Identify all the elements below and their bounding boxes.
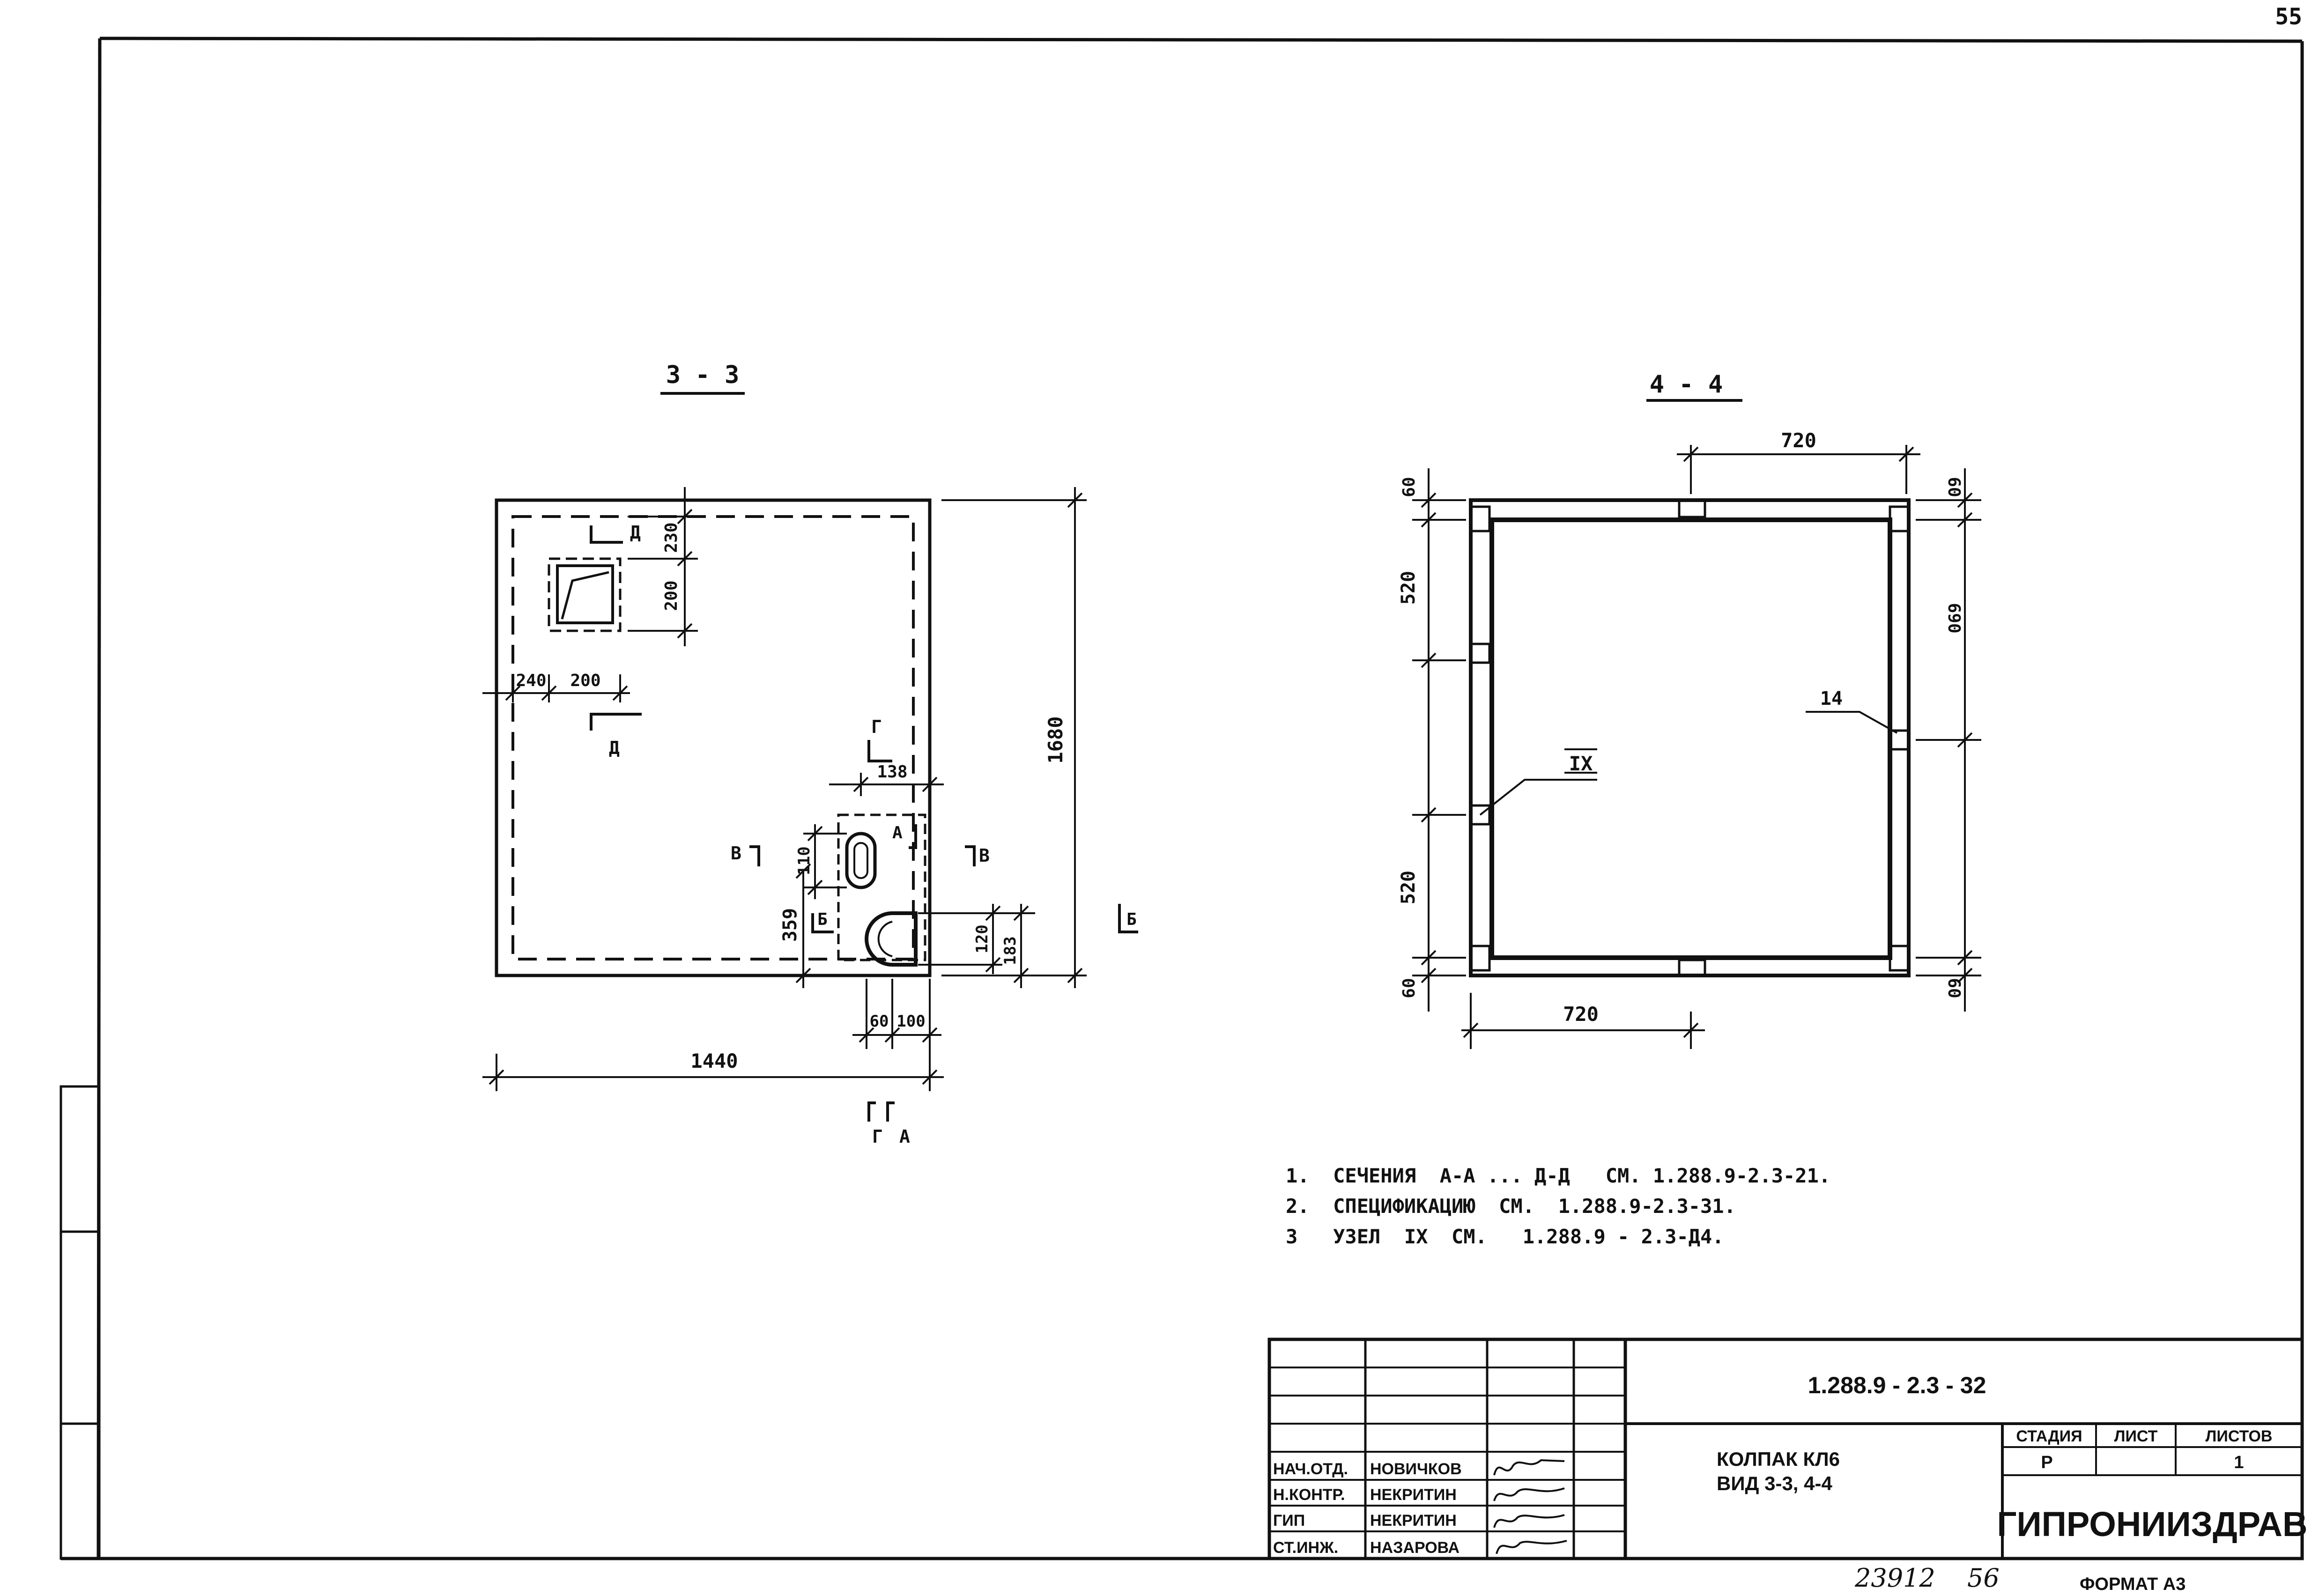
staff-role-2: Н.КОНТР.	[1273, 1486, 1345, 1504]
dim-230: 230	[662, 522, 681, 553]
dim-right-690: 690	[1944, 603, 1963, 633]
dim-bottom-720: 720	[1563, 1003, 1599, 1026]
stage-header: СТАДИЯ	[2016, 1427, 2082, 1445]
inventory-number: 23912	[1854, 1563, 1935, 1593]
marker-d-top: Д	[630, 522, 641, 543]
signatures	[1493, 1459, 1567, 1554]
hatch-opening-outer	[548, 557, 622, 632]
drawing-title-line-2: ВИД 3-3, 4-4	[1717, 1472, 1832, 1494]
staff-role-4: СТ.ИНЖ.	[1273, 1539, 1338, 1557]
dim-138: 138	[877, 762, 907, 782]
staff-role-1: НАЧ.ОТД.	[1273, 1460, 1348, 1478]
dim-60: 60	[870, 1012, 889, 1031]
note-2: 2. СПЕЦИФИКАЦИЮ СМ. 1.288.9-2.3-31.	[1286, 1195, 1736, 1218]
marker-a-side: А	[892, 823, 903, 842]
dim-183: 183	[1001, 936, 1020, 965]
staff-name-3: НЕКРИТИН	[1370, 1512, 1457, 1530]
staff-role-3: ГИП	[1273, 1512, 1305, 1530]
dim-top-720: 720	[1781, 429, 1816, 452]
format-label: ФОРМАТ А3	[2080, 1574, 2186, 1594]
staff-name-2: НЕКРИТИН	[1370, 1486, 1457, 1504]
stage-value: Р	[2041, 1453, 2052, 1472]
marker-d-bottom: Д	[609, 738, 620, 758]
marker-b-right: Б	[1126, 910, 1137, 929]
dim-left-60-bottom: 60	[1400, 978, 1419, 998]
doc-code: 1.288.9 - 2.3 - 32	[1808, 1372, 1986, 1398]
dim-1440: 1440	[690, 1049, 738, 1072]
organization-name: ГИПРОНИИЗДРАВ	[1997, 1505, 2308, 1544]
slab-outline	[495, 498, 932, 977]
oval-slot	[845, 832, 877, 889]
dim-120: 120	[973, 924, 992, 953]
item-14-callout: 14	[1820, 688, 1843, 709]
marker-v-left: В	[731, 843, 741, 864]
note-3: 3 УЗЕЛ IX СМ. 1.288.9 - 2.3-Д4.	[1286, 1225, 1724, 1248]
marker-g-bottom: Г	[872, 1126, 883, 1147]
dim-left-520-top: 520	[1398, 571, 1419, 605]
dim-110: 110	[795, 846, 814, 875]
dim-left-60-top: 60	[1400, 477, 1419, 497]
binding-strip	[59, 1085, 101, 1560]
drawing-title-line-1: КОЛПАК КЛ6	[1717, 1448, 1840, 1470]
dim-200-horizontal: 200	[570, 671, 600, 690]
sheets-value: 1	[2234, 1453, 2244, 1472]
dim-240: 240	[516, 671, 546, 690]
staff-name-1: НОВИЧКОВ	[1370, 1460, 1462, 1478]
dim-left-520-bottom: 520	[1398, 871, 1419, 904]
title-block: 1.288.9 - 2.3 - 32 КОЛПАК КЛ6 ВИД 3-3, 4…	[1267, 1337, 2308, 1560]
hidden-wall-contour	[511, 515, 915, 961]
section-3-3: 3 - 3	[482, 361, 1138, 1147]
general-notes: 1. СЕЧЕНИЯ А-А ... Д-Д СМ. 1.288.9-2.3-2…	[1286, 1164, 1830, 1248]
dim-100: 100	[896, 1012, 925, 1031]
dim-359: 359	[779, 908, 801, 942]
semicircle-fitting	[865, 911, 918, 967]
section-4-4: 4 - 4	[1398, 370, 1981, 1049]
section-3-3-title: 3 - 3	[666, 361, 740, 389]
marker-b-left: Б	[817, 910, 828, 929]
dim-right-60-bottom: 60	[1944, 978, 1963, 998]
page-number: 55	[2275, 4, 2302, 30]
dim-1680: 1680	[1044, 716, 1067, 763]
sheet-header: ЛИСТ	[2114, 1427, 2158, 1445]
sheets-header: ЛИСТОВ	[2206, 1427, 2273, 1445]
dim-right-60-top: 60	[1944, 477, 1963, 497]
section-4-4-title: 4 - 4	[1650, 370, 1723, 399]
marker-g-top: Г	[871, 717, 882, 737]
node-ix-callout: IX	[1569, 752, 1593, 775]
note-1: 1. СЕЧЕНИЯ А-А ... Д-Д СМ. 1.288.9-2.3-2…	[1286, 1164, 1830, 1187]
sheet-mark: 56	[1967, 1563, 2000, 1593]
marker-a-bottom: А	[899, 1126, 910, 1147]
dim-200-vertical: 200	[662, 580, 681, 611]
staff-name-4: НАЗАРОВА	[1370, 1539, 1460, 1557]
hatch-opening	[556, 564, 614, 624]
marker-v-right: В	[979, 845, 990, 866]
